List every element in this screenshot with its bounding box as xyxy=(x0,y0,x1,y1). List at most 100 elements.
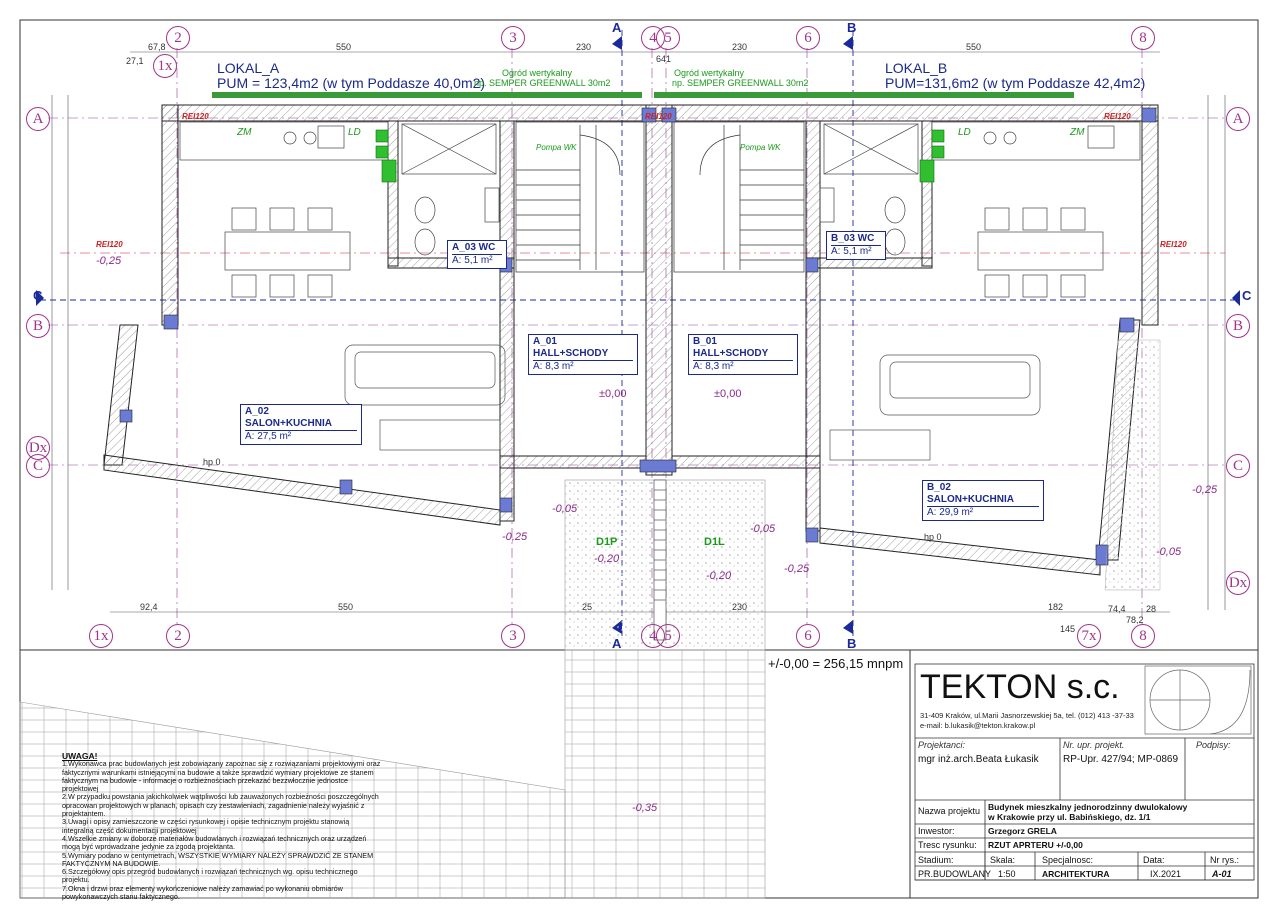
room-a-02-salon: A_02 SALON+KUCHNIA A: 27,5 m² xyxy=(240,404,362,445)
grid-label-8-bottom: 8 xyxy=(1131,624,1155,648)
kitchen-counters xyxy=(179,121,1141,161)
grid-label-c-left: C xyxy=(26,454,50,478)
grid-label-5-bottom: 5 xyxy=(656,624,680,648)
dim-bottom-8: 145 xyxy=(1060,624,1076,634)
project-name-line1: Budynek mieszkalny jednorodzinny dwuloka… xyxy=(988,802,1188,812)
green-wall-a xyxy=(212,92,642,98)
room-b-01-hall: B_01 HALL+SCHODY A: 8,3 m² xyxy=(688,334,798,375)
dining-tables xyxy=(224,207,1104,298)
lokal-a-name: LOKAL_A xyxy=(217,60,280,76)
level-m005-a: -0,05 xyxy=(552,503,578,515)
level-a-hall: ±0,00 xyxy=(599,388,627,400)
note-7: 7.Okna i drzwi oraz elementy wykończenio… xyxy=(62,883,343,902)
grid-label-6-bottom: 6 xyxy=(796,624,820,648)
note-1: 1.Wykonawca prac budowlanych jest zobowi… xyxy=(62,759,381,794)
dim-top-4: 641 xyxy=(656,54,672,64)
investor-name: Grzegorz GRELA xyxy=(988,826,1057,836)
drawing-content: RZUT APRTERU +/-0,00 xyxy=(988,840,1083,850)
garden-a-line1: Ogród wertykalny xyxy=(502,68,573,78)
room-name: A_02 SALON+KUCHNIA xyxy=(245,406,357,431)
grid-label-3-top: 3 xyxy=(501,26,525,50)
note-5: 5.Wymiary podano w centymetrach, WSZYSTK… xyxy=(62,850,374,868)
signatures-label: Podpisy: xyxy=(1196,740,1231,750)
project-name-line2: w Krakowie przy ul. Babińskiego, dz. 1/1 xyxy=(988,812,1151,822)
level-m035: -0,35 xyxy=(632,802,658,814)
grid-label-dx-right: Dx xyxy=(1226,571,1250,595)
specialty-value: ARCHITEKTURA xyxy=(1042,869,1110,879)
hp-label-a: hp 0 xyxy=(203,457,221,467)
dim-top-2: 550 xyxy=(336,42,352,52)
rei-label-mid: REI120 xyxy=(645,112,672,121)
stadium-value: PR.BUDOWLANY xyxy=(918,869,992,879)
drawing-number-value: A-01 xyxy=(1212,869,1232,879)
dim-top-3: 230 xyxy=(576,42,592,52)
room-b-02-salon: B_02 SALON+KUCHNIA A: 29,9 m² xyxy=(922,480,1044,521)
wc-fixtures xyxy=(401,123,919,256)
scale-label: Skala: xyxy=(990,855,1016,865)
dim-top-6: 550 xyxy=(966,42,982,52)
company-address: 31-409 Kraków, ul.Marii Jasnorzewskiej 5… xyxy=(920,711,1134,720)
hp-label-b: hp 0 xyxy=(924,532,942,542)
grid-label-a-left: A xyxy=(26,107,50,131)
dim-bottom-2: 25 xyxy=(582,602,593,612)
license-number-label: Nr. upr. projekt. xyxy=(1063,740,1125,750)
scale-value: 1:50 xyxy=(998,869,1016,879)
heat-pump-units xyxy=(375,129,945,183)
room-name: B_01 HALL+SCHODY xyxy=(693,336,793,361)
designer-license: RP-Upr. 427/94; MP-0869 xyxy=(1063,754,1179,765)
dim-top-5: 230 xyxy=(732,42,748,52)
lokal-b-name: LOKAL_B xyxy=(885,60,948,76)
rei-label-left: REI120 xyxy=(96,240,123,249)
section-label-b-top: B xyxy=(847,20,857,35)
garden-b-line2: np. SEMPER GREENWALL 30m2 xyxy=(672,78,809,88)
ladder-rungs xyxy=(654,489,666,601)
section-label-c-left: C xyxy=(33,288,43,303)
rei-label-b: REI120 xyxy=(1104,112,1131,121)
room-area: A: 5,1 m² xyxy=(831,246,872,257)
grid-label-1x-bottom: 1x xyxy=(89,624,113,648)
driveway xyxy=(19,701,566,899)
drawing-number-label: Nr rys.: xyxy=(1210,855,1239,865)
project-name-label: Nazwa projektu xyxy=(918,806,981,816)
section-label-a-bottom: A xyxy=(612,636,622,651)
notes-title: UWAGA! xyxy=(62,751,98,761)
date-value: IX.2021 xyxy=(1150,869,1182,879)
company-email: e-mail: b.lukasik@tekton.krakow.pl xyxy=(920,721,1036,730)
lokal-a-pum: PUM = 123,4m2 (w tym Poddasze 40,0m2) xyxy=(217,75,486,91)
designer-name: mgr inż.arch.Beata Łukasik xyxy=(918,754,1039,765)
elevation-reference: +/-0,00 = 256,15 mnpm xyxy=(768,656,904,671)
room-name: A_01 HALL+SCHODY xyxy=(533,336,633,361)
dimension-lines xyxy=(51,51,1226,613)
grid-label-2-bottom: 2 xyxy=(166,624,190,648)
building-walls xyxy=(103,104,1159,576)
drawing-content-label: Tresc rysunku: xyxy=(918,840,977,850)
section-label-a-top: A xyxy=(612,20,622,35)
pavement xyxy=(564,649,766,899)
room-a-03-wc: A_03 WC A: 5,1 m² xyxy=(447,240,507,269)
level-m020-a: -0,20 xyxy=(594,553,620,565)
specialty-label: Specjalnosc: xyxy=(1042,855,1094,865)
grid-label-3-bottom: 3 xyxy=(501,624,525,648)
room-area: A: 5,1 m² xyxy=(452,255,493,266)
dim-top-1: 27,1 xyxy=(126,56,144,66)
level-m005-right: -0,05 xyxy=(1156,546,1182,558)
grid-label-8-top: 8 xyxy=(1131,26,1155,50)
stadium-label: Stadium: xyxy=(918,855,954,865)
level-m020-b: -0,20 xyxy=(706,570,732,582)
note-4: 4.Wszelkie zmiany w doborze materiałów b… xyxy=(62,833,367,852)
grid-label-c-right: C xyxy=(1226,454,1250,478)
dim-bottom-3: 230 xyxy=(732,602,748,612)
room-a-01-hall: A_01 HALL+SCHODY A: 8,3 m² xyxy=(528,334,638,375)
side-gravel xyxy=(1104,339,1161,591)
room-name: B_02 SALON+KUCHNIA xyxy=(927,482,1039,507)
projektanci-label: Projektanci: xyxy=(918,740,966,750)
ld-label-b: LD xyxy=(958,127,971,138)
zm-label-a: ZM xyxy=(237,127,252,138)
grid-label-1x-top: 1x xyxy=(153,54,177,78)
note-2: 2.W przypadku powstania jakichkolwiek wą… xyxy=(62,792,379,819)
titleblock-lines xyxy=(914,663,1255,881)
pompa-label-a: Pompa WK xyxy=(536,143,577,152)
dim-bottom-7: 78,2 xyxy=(1126,615,1144,625)
dim-bottom-6: 28 xyxy=(1146,604,1157,614)
